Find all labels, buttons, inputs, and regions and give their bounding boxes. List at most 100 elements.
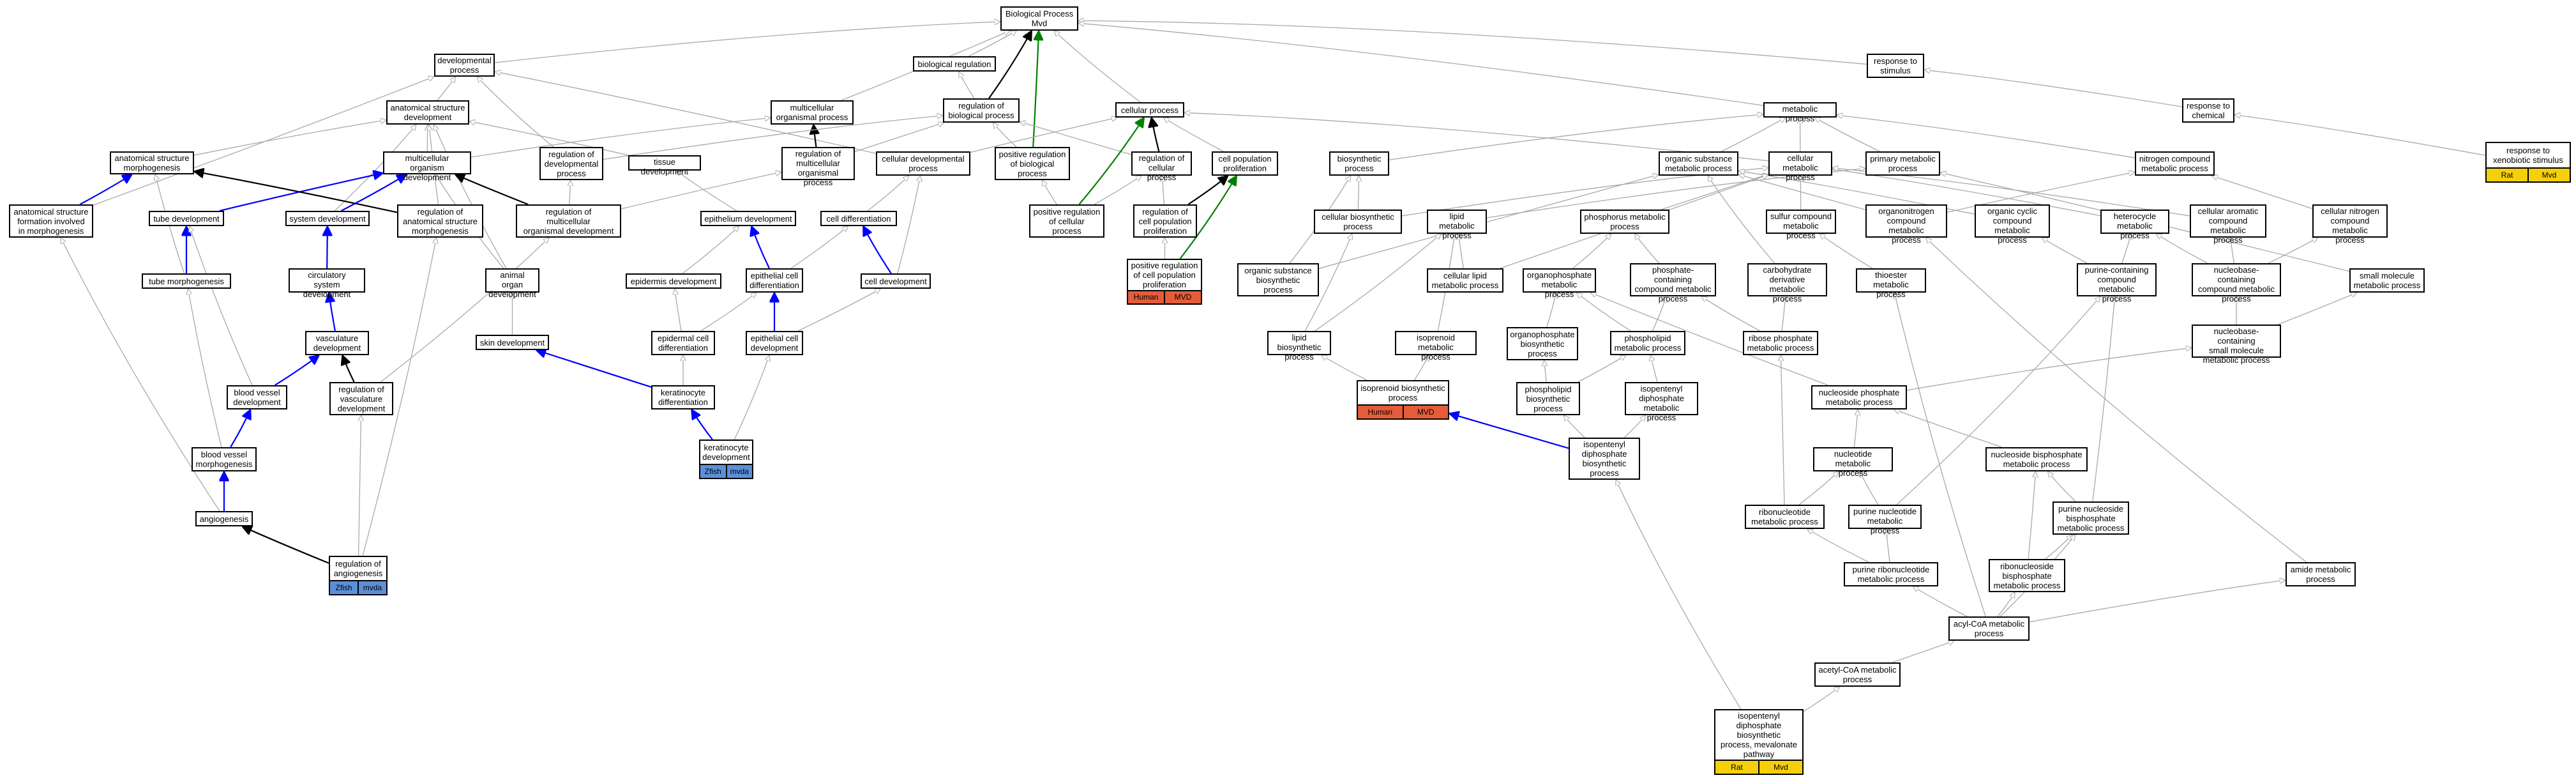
go-term-orgsubbiosyn[interactable]: organic substance biosynthetic process bbox=[1237, 263, 1319, 296]
go-term-vascdev[interactable]: vasculature development bbox=[305, 331, 369, 355]
go-term-mcodev[interactable]: multicellular organism development bbox=[383, 151, 471, 182]
go-term-regcellpop[interactable]: regulation of cell population proliferat… bbox=[1133, 204, 1197, 238]
go-term-regasmorph[interactable]: regulation of anatomical structure morph… bbox=[397, 204, 483, 238]
go-term-label: epithelium development bbox=[704, 213, 792, 224]
go-term-celldev[interactable]: cell development bbox=[861, 273, 931, 289]
go-term-hetero[interactable]: heterocycle metabolic process bbox=[2100, 210, 2169, 240]
go-term-epicelldev[interactable]: epithelial cell development bbox=[746, 331, 803, 355]
go-term-regvascdev[interactable]: regulation of vasculature development bbox=[329, 382, 393, 415]
go-term-purinecont[interactable]: purine-containing compound metabolic pro… bbox=[2077, 263, 2157, 303]
go-term-multorg[interactable]: multicellular organismal process bbox=[771, 100, 854, 125]
go-term-metproc[interactable]: metabolic process bbox=[1763, 102, 1837, 123]
go-term-phospholipidmet[interactable]: phospholipid metabolic process bbox=[1610, 331, 1685, 355]
edge-mcodev-to-asdev bbox=[427, 125, 428, 152]
go-term-tubemorph[interactable]: tube morphogenesis bbox=[142, 273, 231, 289]
go-term-regmodev[interactable]: regulation of multicellular organismal d… bbox=[516, 204, 621, 238]
go-term-nucbasecont[interactable]: nucleobase-containing compound metabolic… bbox=[2192, 263, 2281, 303]
go-term-cellarom[interactable]: cellular aromatic compound metabolic pro… bbox=[2190, 204, 2266, 245]
go-term-angio[interactable]: angiogenesis bbox=[195, 511, 253, 526]
go-term-bloodvesseldev[interactable]: blood vessel development bbox=[227, 385, 287, 409]
go-term-ribosephos[interactable]: ribose phosphate metabolic process bbox=[1743, 331, 1818, 355]
go-term-purineribo[interactable]: purine ribonucleotide metabolic process bbox=[1844, 562, 1938, 586]
go-term-circdev[interactable]: circulatory system development bbox=[289, 268, 365, 299]
go-term-nucphosmet[interactable]: nucleoside phosphate metabolic process bbox=[1811, 385, 1907, 409]
go-term-nitcompmet[interactable]: nitrogen compound metabolic process bbox=[2135, 151, 2215, 176]
go-term-acylcoa[interactable]: acyl-CoA metabolic process bbox=[1948, 616, 2030, 641]
go-term-smallmol[interactable]: small molecule metabolic process bbox=[2349, 268, 2425, 293]
go-term-posregcellpop[interactable]: positive regulation of cell population p… bbox=[1127, 259, 1202, 305]
go-term-skindev[interactable]: skin development bbox=[476, 335, 549, 350]
go-term-celldevproc[interactable]: cellular developmental process bbox=[876, 151, 970, 176]
go-term-animalorg[interactable]: animal organ development bbox=[485, 268, 539, 299]
edge-nucphosmet-to-nucbasesmall bbox=[1906, 348, 2192, 391]
go-term-isopentbiosyn[interactable]: isopentenyl diphosphate biosynthetic pro… bbox=[1569, 438, 1640, 480]
go-term-cellproc[interactable]: cellular process bbox=[1115, 102, 1184, 118]
go-term-bp[interactable]: Biological Process Mvd bbox=[1000, 6, 1078, 31]
edge-regangio-to-regvascdev bbox=[359, 415, 361, 556]
go-term-regdevproc[interactable]: regulation of developmental process bbox=[539, 147, 603, 180]
go-term-epidev[interactable]: epithelium development bbox=[700, 211, 796, 226]
go-term-organonitro[interactable]: organonitrogen compound metabolic proces… bbox=[1865, 204, 1947, 245]
go-term-bioreg[interactable]: biological regulation bbox=[913, 56, 996, 72]
go-term-asformation[interactable]: anatomical structure formation involved … bbox=[9, 204, 93, 238]
go-term-biosynproc[interactable]: biosynthetic process bbox=[1329, 151, 1389, 176]
go-term-respstim[interactable]: response to stimulus bbox=[1867, 54, 1924, 78]
go-term-tubedev[interactable]: tube development bbox=[149, 211, 224, 226]
go-term-lipidbiosyn[interactable]: lipid biosynthetic process bbox=[1267, 331, 1331, 362]
go-term-nucmet[interactable]: nucleotide metabolic process bbox=[1813, 447, 1893, 478]
go-term-label: isopentenyl diphosphate biosynthetic pro… bbox=[1581, 440, 1627, 478]
go-term-epidermcelldiff[interactable]: epidermal cell differentiation bbox=[651, 331, 715, 355]
go-term-nucbisphos[interactable]: nucleoside bisphosphate metabolic proces… bbox=[1985, 447, 2088, 471]
go-term-isopentmet[interactable]: isopentenyl diphosphate metabolic proces… bbox=[1625, 382, 1698, 422]
go-term-isopentmeva[interactable]: isopentenyl diphosphate biosynthetic pro… bbox=[1714, 709, 1804, 775]
go-term-regmop[interactable]: regulation of multicellular organismal p… bbox=[781, 147, 855, 187]
go-term-cellmet[interactable]: cellular metabolic process bbox=[1768, 151, 1832, 182]
go-term-asdev[interactable]: anatomical structure development bbox=[386, 100, 469, 125]
edge-regvascdev-to-vascdev bbox=[342, 355, 355, 383]
go-term-regcellproc[interactable]: regulation of cellular process bbox=[1131, 151, 1192, 182]
go-term-epidermisdev[interactable]: epidermis development bbox=[626, 273, 721, 289]
go-term-phosmet[interactable]: phosphorus metabolic process bbox=[1580, 210, 1669, 234]
go-term-phoscontmet[interactable]: phosphate-containing compound metabolic … bbox=[1630, 263, 1716, 303]
go-term-posregbp[interactable]: positive regulation of biological proces… bbox=[995, 147, 1070, 180]
go-term-kerdiff[interactable]: keratinocyte differentiation bbox=[651, 385, 715, 409]
go-term-bvmorph[interactable]: blood vessel morphogenesis bbox=[192, 447, 257, 471]
go-term-orgsubmet[interactable]: organic substance metabolic process bbox=[1659, 151, 1738, 176]
go-term-carbomet[interactable]: carbohydrate derivative metabolic proces… bbox=[1747, 263, 1827, 303]
go-term-epicelldiff[interactable]: epithelial cell differentiation bbox=[746, 268, 803, 293]
go-term-posregcellproc[interactable]: positive regulation of cellular process bbox=[1029, 204, 1104, 238]
go-term-sulfurmet[interactable]: sulfur compound metabolic process bbox=[1766, 210, 1836, 240]
go-term-thioester[interactable]: thioester metabolic process bbox=[1856, 268, 1926, 299]
go-term-orgcyclic[interactable]: organic cyclic compound metabolic proces… bbox=[1975, 204, 2050, 245]
go-term-phospholipidbiosyn[interactable]: phospholipid biosynthetic process bbox=[1516, 382, 1580, 415]
go-term-cellpopprolif[interactable]: cell population proliferation bbox=[1212, 151, 1278, 176]
go-term-ribonucbis[interactable]: ribonucleoside bisphosphate metabolic pr… bbox=[1989, 559, 2065, 592]
go-term-purinenucmet[interactable]: purine nucleotide metabolic process bbox=[1848, 505, 1922, 535]
go-term-regbp[interactable]: regulation of biological process bbox=[943, 98, 1020, 123]
go-term-organophosbiosyn[interactable]: organophosphate biosynthetic process bbox=[1507, 327, 1578, 360]
go-term-asmorph[interactable]: anatomical structure morphogenesis bbox=[110, 151, 194, 174]
go-term-celldiff[interactable]: cell differentiation bbox=[820, 211, 897, 226]
go-term-isoprenoidmet[interactable]: isoprenoid metabolic process bbox=[1395, 331, 1477, 362]
go-term-cellbiosyn[interactable]: cellular biosynthetic process bbox=[1314, 210, 1402, 234]
edge-celldev-to-celldiff bbox=[862, 226, 892, 274]
go-term-respchem[interactable]: response to chemical bbox=[2182, 98, 2234, 123]
go-term-devproc[interactable]: developmental process bbox=[434, 54, 495, 77]
go-term-nucbasesmall[interactable]: nucleobase-containing small molecule met… bbox=[2192, 325, 2281, 365]
go-term-tissuedev[interactable]: tissue development bbox=[628, 155, 701, 176]
go-term-cellnitro[interactable]: cellular nitrogen compound metabolic pro… bbox=[2312, 204, 2388, 245]
go-term-organophosmet[interactable]: organophosphate metabolic process bbox=[1523, 268, 1596, 299]
go-term-acetylcoa[interactable]: acetyl-CoA metabolic process bbox=[1814, 662, 1901, 687]
go-term-primmet[interactable]: primary metabolic process bbox=[1865, 151, 1940, 176]
go-term-amidemet[interactable]: amide metabolic process bbox=[2286, 562, 2356, 586]
go-term-purinenucbis[interactable]: purine nucleoside bisphosphate metabolic… bbox=[2053, 501, 2129, 535]
go-term-sysdev[interactable]: system development bbox=[285, 211, 370, 226]
go-term-lipidmet[interactable]: lipid metabolic process bbox=[1427, 210, 1487, 240]
go-term-celllipidmet[interactable]: cellular lipid metabolic process bbox=[1427, 268, 1503, 293]
go-term-ribonucmet[interactable]: ribonucleotide metabolic process bbox=[1745, 505, 1825, 529]
